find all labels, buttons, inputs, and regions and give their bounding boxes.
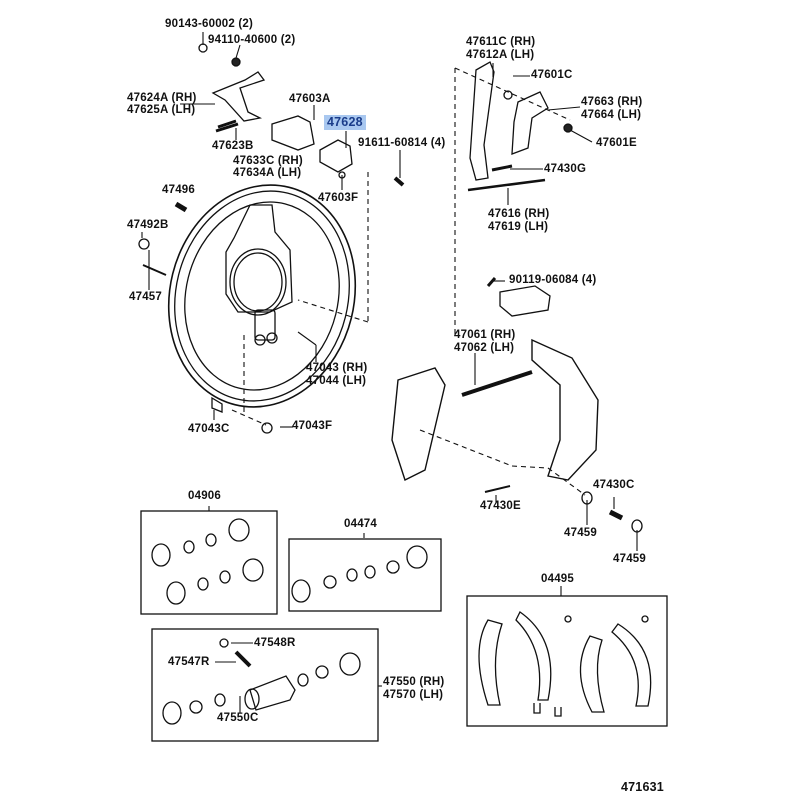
- label-kit-04495: 04495: [541, 573, 574, 585]
- label-47633c: 47633C (RH): [233, 155, 303, 167]
- label-47611c: 47611C (RH): [466, 36, 536, 48]
- kit-box-04495: [466, 595, 668, 727]
- label-47548r: 47548R: [254, 637, 296, 649]
- label-47043f: 47043F: [292, 420, 333, 432]
- label-47430c: 47430C: [593, 479, 635, 491]
- figure-number: 471631: [621, 780, 664, 794]
- label-47570: 47570 (LH): [383, 689, 444, 701]
- label-47459-a: 47459: [564, 527, 597, 539]
- label-47550c: 47550C: [217, 712, 259, 724]
- label-47459-b: 47459: [613, 553, 646, 565]
- backing-plate-drawing: [167, 184, 357, 408]
- label-47550: 47550 (RH): [383, 676, 445, 688]
- kit-box-04474: [288, 538, 442, 612]
- label-kit-04906: 04906: [188, 490, 221, 502]
- label-47062: 47062 (LH): [454, 342, 515, 354]
- label-47663: 47663 (RH): [581, 96, 643, 108]
- shoe-adjuster-parts: [391, 61, 643, 533]
- label-47043: 47043 (RH): [306, 362, 368, 374]
- label-47603f: 47603F: [318, 192, 359, 204]
- kit-box-47550: [151, 628, 379, 742]
- kit-box-04906: [140, 510, 278, 615]
- label-47616: 47616 (RH): [488, 208, 550, 220]
- label-47601e: 47601E: [596, 137, 637, 149]
- label-94110-40600: 94110-40600 (2): [208, 34, 296, 46]
- label-47457: 47457: [129, 291, 162, 303]
- label-47628-highlighted[interactable]: 47628: [324, 115, 366, 130]
- label-47612a: 47612A (LH): [466, 49, 535, 61]
- label-47624a: 47624A (RH): [127, 92, 197, 104]
- label-47547r: 47547R: [168, 656, 210, 668]
- label-90119-06084: 90119-06084 (4): [509, 274, 597, 286]
- label-47601c: 47601C: [531, 69, 573, 81]
- kit-boxes: [140, 510, 668, 742]
- label-47623b: 47623B: [212, 140, 254, 152]
- kit-contents: [151, 518, 652, 725]
- label-47619: 47619 (LH): [488, 221, 549, 233]
- label-47496: 47496: [162, 184, 195, 196]
- label-47625a: 47625A (LH): [127, 104, 196, 116]
- label-47634a: 47634A (LH): [233, 167, 302, 179]
- label-47061: 47061 (RH): [454, 329, 516, 341]
- label-47044: 47044 (LH): [306, 375, 367, 387]
- label-kit-04474: 04474: [344, 518, 377, 530]
- label-47430e: 47430E: [480, 500, 521, 512]
- label-47664: 47664 (LH): [581, 109, 642, 121]
- parking-brake-parts: [138, 43, 405, 434]
- label-47043c: 47043C: [188, 423, 230, 435]
- label-47492b: 47492B: [127, 219, 169, 231]
- label-47430g: 47430G: [544, 163, 587, 175]
- label-90143-60002: 90143-60002 (2): [165, 18, 254, 30]
- leader-lines: [141, 32, 638, 713]
- label-47603a: 47603A: [289, 93, 331, 105]
- label-91611-60814: 91611-60814 (4): [358, 137, 446, 149]
